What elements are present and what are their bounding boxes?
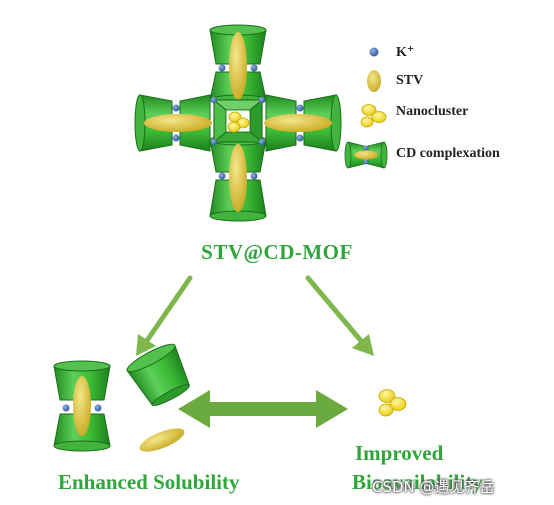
- right-down-arrow: [305, 275, 374, 356]
- potassium-ion: [62, 404, 70, 412]
- cd-unit-top: [209, 24, 267, 106]
- potassium-ion: [296, 134, 304, 142]
- potassium-ion: [296, 104, 304, 112]
- stv-molecule: [229, 144, 247, 212]
- potassium-ion: [172, 134, 180, 142]
- central-cage: [210, 96, 266, 146]
- potassium-ion: [250, 172, 258, 180]
- released-nanocluster-icon: [378, 389, 407, 417]
- diagram-title: STV@CD-MOF: [201, 240, 353, 264]
- free-stv-molecule: [139, 428, 185, 452]
- stv-molecule: [144, 114, 212, 132]
- improved-label: Improved: [355, 441, 444, 465]
- cd-mof-structure: [134, 24, 342, 222]
- nanocluster-legend-icon: [360, 104, 387, 128]
- cd-unit-left: [134, 94, 212, 152]
- stv-molecule: [73, 376, 91, 436]
- enhanced-solubility-label: Enhanced Solubility: [58, 470, 240, 494]
- bioavailability-label: Bioavailability: [352, 470, 483, 494]
- potassium-ion: [258, 96, 266, 104]
- solubility-illustration: [53, 343, 190, 452]
- nanocluster-icon: [227, 111, 250, 133]
- legend-cd-label: CD complexation: [396, 146, 500, 161]
- left-down-arrow: [136, 275, 193, 356]
- potassium-ion: [94, 404, 102, 412]
- legend-potassium-label: K⁺: [396, 45, 415, 60]
- potassium-ion: [218, 64, 226, 72]
- potassium-ion: [250, 64, 258, 72]
- free-cyclodextrin: [126, 343, 190, 407]
- cd-complex-left: [53, 360, 111, 452]
- legend-stv-label: STV: [396, 73, 424, 88]
- legend: [344, 47, 388, 169]
- potassium-ion: [210, 96, 218, 104]
- cd-complexation-legend-icon: [344, 141, 388, 169]
- stv-molecule: [229, 32, 247, 100]
- potassium-ion: [172, 104, 180, 112]
- potassium-ion: [218, 172, 226, 180]
- stv-molecule: [264, 114, 332, 132]
- legend-nanocluster-label: Nanocluster: [396, 104, 469, 119]
- potassium-ion: [258, 138, 266, 146]
- potassium-legend-icon: [369, 47, 379, 57]
- cd-unit-bottom: [209, 134, 267, 222]
- potassium-ion: [210, 138, 218, 146]
- watermark-text: CSDN @遇见齐岳: [372, 478, 495, 496]
- cd-unit-right: [264, 94, 342, 152]
- stv-legend-icon: [367, 70, 381, 92]
- double-headed-arrow: [178, 390, 348, 428]
